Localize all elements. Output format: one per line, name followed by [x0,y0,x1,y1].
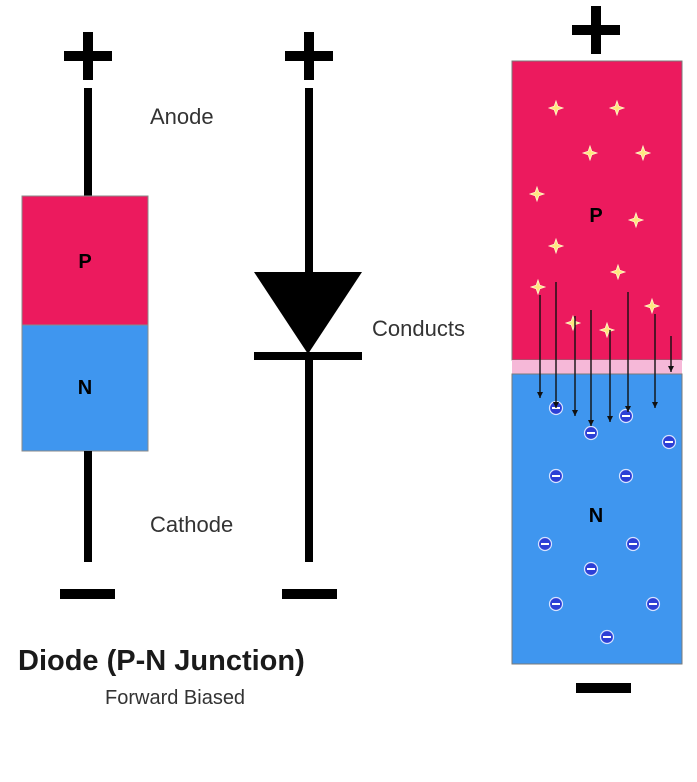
carrier-flow-arrow [652,314,658,408]
left-n-region [21,324,149,452]
hole-plus-star-icon [564,314,582,332]
hole-plus-star-icon [609,263,627,281]
hole-plus-star-icon [627,211,645,229]
conducts-label: Conducts [372,316,465,341]
anode-label: Anode [150,104,214,129]
carrier-flow-arrows [537,282,674,426]
hole-plus-star-icon [608,99,626,117]
carrier-flow-arrow [572,316,578,416]
hole-plus-star-icon [547,99,565,117]
left-p-label: P [78,251,91,273]
hole-plus-star-icon [643,297,661,315]
junction-view: P N [511,6,683,693]
electron-minus-circle-icon [583,561,599,577]
left-plus-sign [64,32,112,80]
electron-minus-circle-icon [625,536,641,552]
electron-minus-circle-icon [583,425,599,441]
diode-triangle-icon [254,272,362,354]
junction-p-label: P [589,205,602,227]
carrier-flow-arrow [607,330,613,422]
electron-minus-circle-icon [599,629,615,645]
diode-cathode-bar [254,352,362,360]
left-n-label: N [78,377,92,399]
depletion-layer [512,360,682,374]
hole-plus-star-icon [598,321,616,339]
junction-n-region [511,373,683,665]
carrier-flow-arrow [625,292,631,412]
junction-plus-sign [572,6,620,54]
diagram-title: Diode (P-N Junction) [18,645,305,677]
left-minus-sign [60,589,115,599]
electron-minus-circle-icon [645,596,661,612]
hole-plus-star-icon [581,144,599,162]
diagram-subtitle: Forward Biased [105,687,245,709]
electron-minus-circle-icon [618,408,634,424]
junction-n-label: N [589,505,603,527]
carrier-flow-arrow [537,295,543,398]
electron-minus-circle-icon [537,536,553,552]
hole-plus-star-icon [528,185,546,203]
electron-minus-circle-icon [548,596,564,612]
electron-minus-circle-icon [548,468,564,484]
hole-plus-star-icon [547,237,565,255]
diode-schematic-symbol [254,32,362,599]
hole-plus-star-icon [529,278,547,296]
junction-minus-sign [576,683,631,693]
cathode-label: Cathode [150,512,233,537]
electron-minus-circle-icon [618,468,634,484]
holes-group [528,99,661,339]
symbol-plus-sign [285,32,333,80]
carrier-flow-arrow [668,336,674,372]
carrier-flow-arrow [553,282,559,408]
hole-plus-star-icon [634,144,652,162]
left-p-region [21,195,149,326]
electron-minus-circle-icon [661,434,677,450]
carrier-flow-arrow [588,310,594,426]
symbol-minus-sign [282,589,337,599]
left-diode-block: P N [21,32,149,599]
